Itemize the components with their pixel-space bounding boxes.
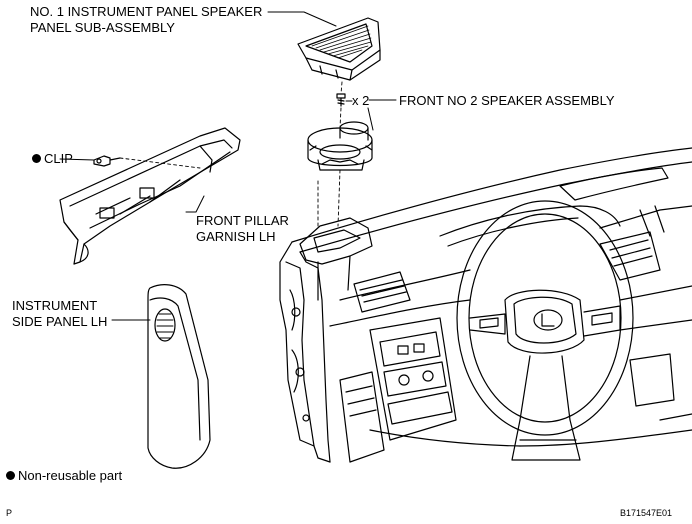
instrument-panel-dashboard — [279, 147, 692, 463]
side-panel-label: INSTRUMENT SIDE PANEL LH — [12, 298, 107, 330]
pillar-garnish-label: FRONT PILLAR GARNISH LH — [196, 213, 289, 245]
side-panel-label-line1: INSTRUMENT — [12, 298, 98, 313]
instrument-side-panel — [147, 284, 211, 469]
pillar-garnish-label-line1: FRONT PILLAR — [196, 213, 289, 228]
alignment-dashed-lines — [119, 81, 343, 227]
screw-icon — [336, 93, 346, 107]
speaker-panel-label-line1: NO. 1 INSTRUMENT PANEL SPEAKER — [30, 4, 263, 19]
clip-icon — [93, 155, 121, 167]
speaker-panel-label-line2: PANEL SUB-ASSEMBLY — [30, 20, 175, 35]
clip-label: CLIP — [32, 151, 73, 167]
corner-letter: P — [6, 508, 13, 518]
side-panel-label-line2: SIDE PANEL LH — [12, 314, 108, 329]
non-reusable-bullet-icon — [32, 154, 41, 163]
speaker-panel-label: NO. 1 INSTRUMENT PANEL SPEAKER PANEL SUB… — [30, 4, 262, 36]
steering-wheel — [456, 200, 634, 461]
speaker-panel-hatch — [311, 25, 372, 59]
front-speaker-assembly — [307, 121, 373, 171]
pillar-garnish-label-line2: GARNISH LH — [196, 229, 276, 244]
clip-label-text: CLIP — [44, 151, 73, 166]
legend-text: Non-reusable part — [18, 468, 123, 483]
figure-code: B171547E01 — [620, 508, 673, 518]
speaker-assembly-label: FRONT NO 2 SPEAKER ASSEMBLY — [399, 93, 615, 108]
leader-lines — [59, 11, 397, 321]
legend: Non-reusable part — [6, 468, 122, 484]
front-pillar-garnish — [59, 127, 241, 265]
speaker-panel-sub-assembly — [297, 17, 381, 81]
screw-quantity-label: x 2 — [352, 93, 370, 108]
non-reusable-legend-icon — [6, 471, 15, 480]
